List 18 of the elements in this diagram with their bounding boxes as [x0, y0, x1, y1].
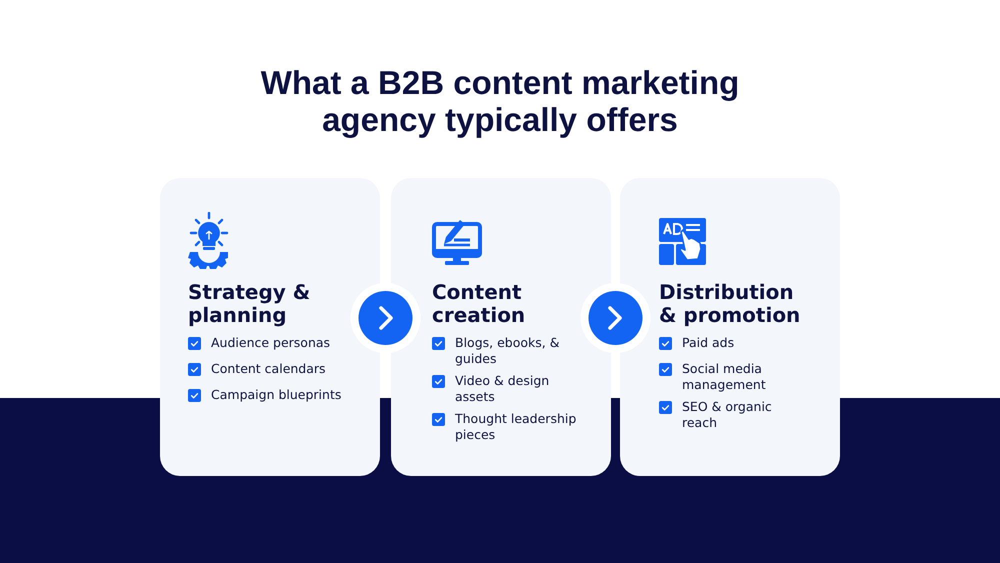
chevron-arrow	[580, 283, 650, 353]
card-heading: Distribution & promotion	[659, 281, 802, 327]
checklist-item: Content calendars	[211, 361, 327, 377]
checklist-item: Campaign blueprints	[211, 387, 342, 403]
checklist-item: Thought leadership pieces	[455, 411, 578, 443]
service-card	[620, 178, 840, 476]
card-heading: Strategy & planning	[188, 281, 312, 327]
checklist-item: Video & design assets	[455, 373, 550, 405]
card-heading: Content creation	[432, 281, 526, 327]
checklist-item: Social media management	[682, 361, 767, 393]
checklist-item: Paid ads	[682, 335, 736, 351]
service-card	[160, 178, 380, 476]
chevron-arrow	[350, 283, 420, 353]
service-card	[391, 178, 611, 476]
checklist-item: SEO & organic reach	[682, 399, 773, 431]
title: What a B2B content marketing agency typically offers	[260, 64, 740, 138]
checklist-item: Blogs, ebooks, & guides	[455, 335, 560, 367]
checklist-item: Audience personas	[211, 335, 332, 351]
